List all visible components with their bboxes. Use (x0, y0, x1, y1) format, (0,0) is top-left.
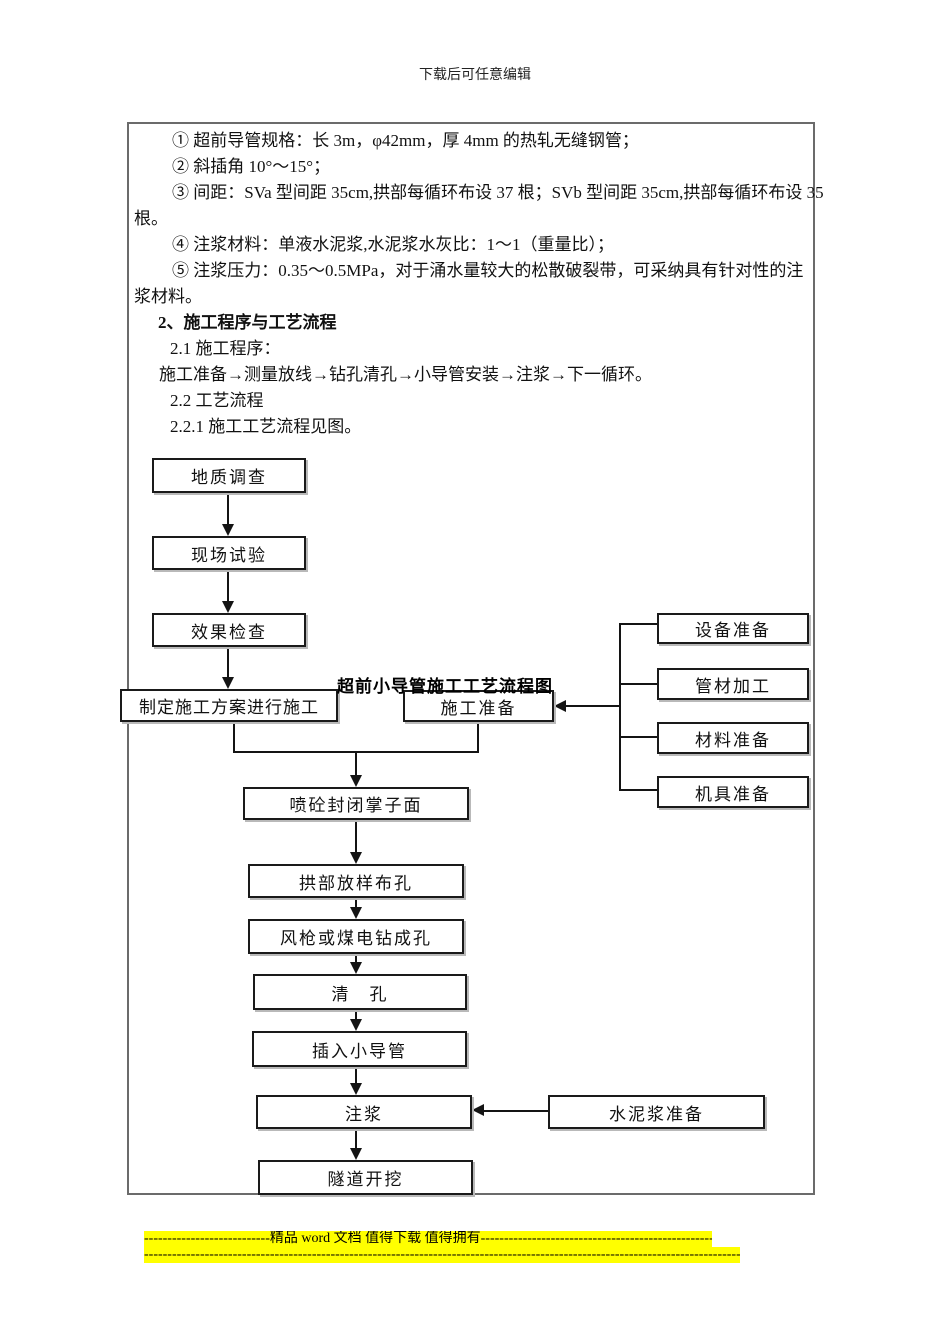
arrow-down-icon (222, 601, 234, 613)
doc-line-7: 浆材料。 (134, 287, 202, 306)
arrow-down-icon (350, 1148, 362, 1160)
doc-line-9: 2.1 施工程序： (170, 339, 281, 358)
connector-line (233, 722, 235, 753)
arrow-down-icon (350, 775, 362, 787)
doc-line-10: 施工准备→测量放线→钻孔清孔→小导管安装→注浆→下一循环。 (159, 365, 652, 384)
flow-box-construction-preparation: 施工准备 (403, 690, 554, 722)
doc-heading-procedure: 2、施工程序与工艺流程 (158, 313, 337, 332)
connector-line (355, 1129, 357, 1148)
flow-box-arch-layout-holes: 拱部放样布孔 (248, 864, 464, 898)
connector-line (484, 1110, 548, 1112)
flow-box-equipment-preparation: 设备准备 (657, 613, 809, 644)
arrow-left-icon (472, 1104, 484, 1116)
flow-box-grouting: 注浆 (256, 1095, 472, 1129)
doc-line-12: 2.2.1 施工工艺流程见图。 (170, 417, 362, 436)
connector-line (227, 570, 229, 601)
connector-line (619, 623, 659, 625)
connector-line (619, 736, 659, 738)
connector-line (477, 722, 479, 753)
connector-line (355, 954, 357, 962)
doc-line-3: ③ 间距：SVa 型间距 35cm,拱部每循环布设 37 根；SVb 型间距 3… (172, 183, 824, 202)
flow-box-tunnel-excavation: 隧道开挖 (258, 1160, 473, 1195)
arrow-down-icon (350, 907, 362, 919)
doc-line-11: 2.2 工艺流程 (170, 391, 264, 410)
flow-box-tool-preparation: 机具准备 (657, 776, 809, 808)
connector-line (566, 705, 620, 707)
connector-line (355, 820, 357, 852)
document-border (127, 122, 815, 1195)
footer-highlight-line-2: ----------------------------------------… (144, 1247, 740, 1263)
flow-box-material-preparation: 材料准备 (657, 722, 809, 754)
flow-box-clean-holes: 清 孔 (253, 974, 467, 1010)
doc-line-2: ② 斜插角 10°～15°； (172, 157, 331, 176)
doc-line-1: ① 超前导管规格：长 3m，φ42mm，厚 4mm 的热轧无缝钢管； (172, 131, 639, 150)
connector-line (619, 789, 659, 791)
flowchart-title: 超前小导管施工工艺流程图 (337, 677, 553, 696)
footer-highlight-line-1: ---------------------------精品 word 文档 值得… (144, 1231, 712, 1247)
arrow-down-icon (350, 1083, 362, 1095)
connector-line (619, 683, 659, 685)
flow-box-geological-survey: 地质调查 (152, 458, 306, 493)
arrow-down-icon (350, 852, 362, 864)
flow-box-pipe-processing: 管材加工 (657, 668, 809, 700)
connector-line (355, 1010, 357, 1019)
arrow-down-icon (350, 1019, 362, 1031)
flow-box-make-construction-plan: 制定施工方案进行施工 (120, 689, 338, 722)
arrow-down-icon (222, 677, 234, 689)
arrow-left-icon (554, 700, 566, 712)
flow-box-drilling-holes: 风枪或煤电钻成孔 (248, 919, 464, 954)
doc-line-5: ④ 注浆材料：单液水泥浆,水泥浆水灰比：1～1（重量比）； (172, 235, 614, 254)
doc-line-6: ⑤ 注浆压力：0.35～0.5MPa，对于涌水量较大的松散破裂带，可采纳具有针对… (172, 261, 804, 280)
flow-box-insert-small-pipe: 插入小导管 (252, 1031, 467, 1067)
connector-line (355, 898, 357, 907)
arrow-down-icon (350, 962, 362, 974)
connector-line (355, 751, 357, 775)
doc-line-4: 根。 (134, 209, 168, 228)
flow-box-shotcrete-seal-face: 喷砼封闭掌子面 (243, 787, 469, 820)
page-header-note: 下载后可任意编辑 (419, 68, 531, 83)
flow-box-effect-inspection: 效果检查 (152, 613, 306, 647)
connector-line (355, 1067, 357, 1083)
flow-box-cement-slurry-preparation: 水泥浆准备 (548, 1095, 765, 1129)
arrow-down-icon (222, 524, 234, 536)
connector-line (619, 624, 621, 790)
connector-line (227, 647, 229, 677)
flow-box-field-test: 现场试验 (152, 536, 306, 570)
connector-line (227, 493, 229, 524)
